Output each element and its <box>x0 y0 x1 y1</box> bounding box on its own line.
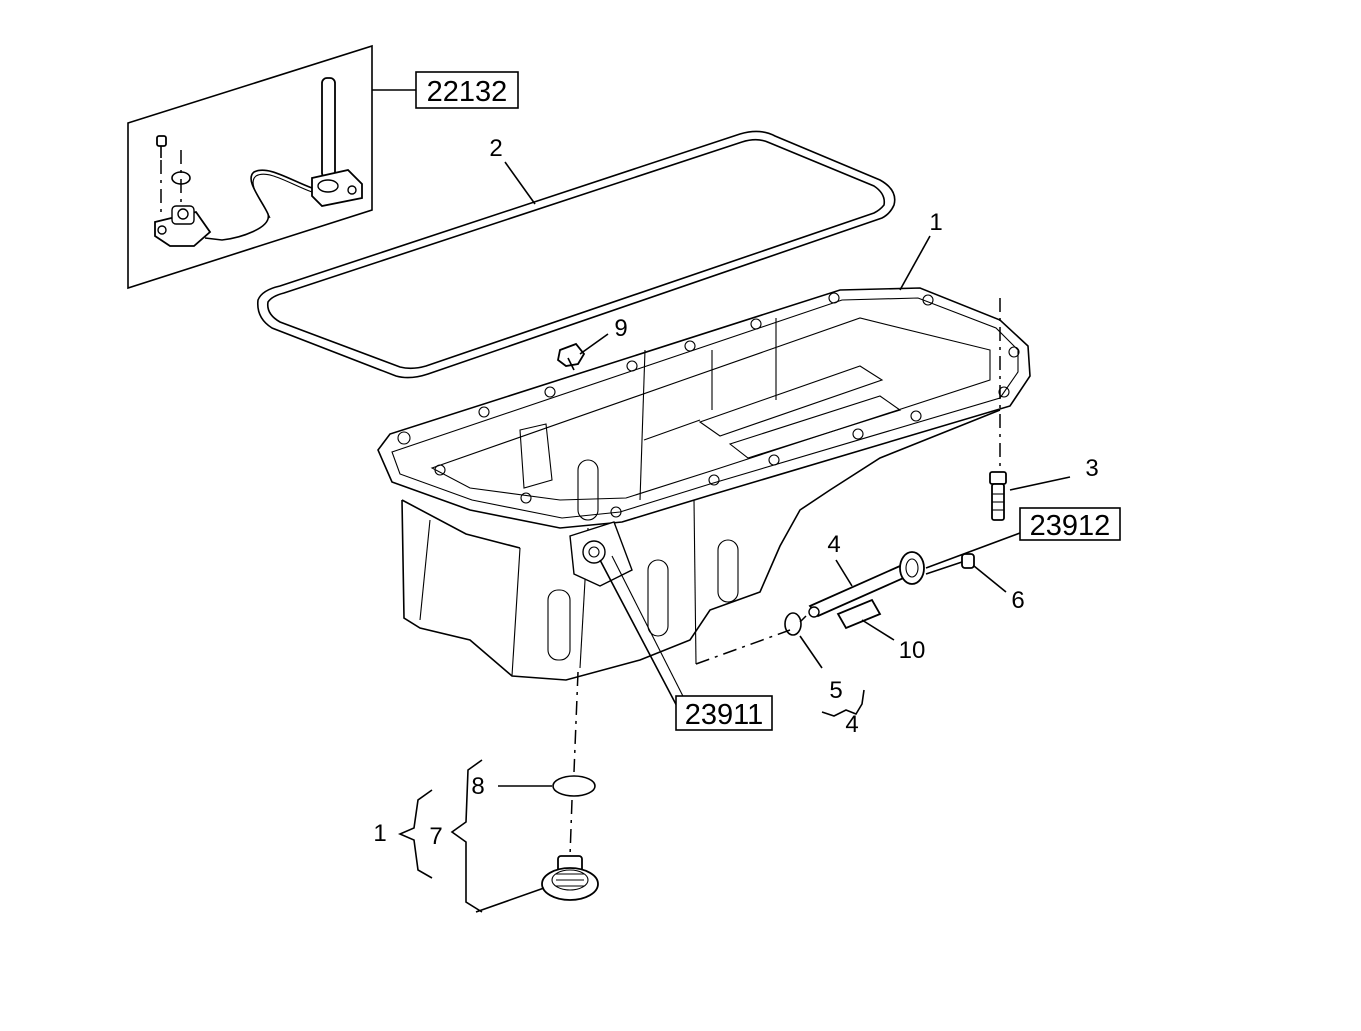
ref-box-22132-label: 22132 <box>427 76 508 108</box>
ref-box-23911-label: 23911 <box>685 699 764 731</box>
callout-4-group: 4 <box>845 711 858 738</box>
callout-3: 3 <box>1085 455 1098 482</box>
callout-8: 8 <box>471 773 484 800</box>
oil-level-sensor-icon <box>154 77 363 247</box>
callout-2: 2 <box>489 135 502 162</box>
ref-box-22132[interactable]: 22132 <box>415 71 519 109</box>
drain-plug-assembly <box>541 671 599 901</box>
oil-pan-body <box>377 287 1031 681</box>
stud-icon <box>989 298 1007 521</box>
callout-5: 5 <box>829 677 842 704</box>
leader-lines <box>397 161 1071 913</box>
sensor-inset-panel <box>127 44 416 290</box>
oil-pan-gasket <box>256 130 896 379</box>
callout-9: 9 <box>614 315 627 342</box>
ref-box-23911[interactable]: 23911 <box>675 695 773 731</box>
clip-icon <box>557 342 586 371</box>
callout-1-group: 1 <box>373 820 386 847</box>
ref-box-23912-label: 23912 <box>1030 510 1111 542</box>
callout-1: 1 <box>929 209 942 236</box>
ref-box-23912[interactable]: 23912 <box>1019 507 1121 542</box>
callout-10: 10 <box>899 637 926 664</box>
callout-4: 4 <box>827 531 840 558</box>
callout-7: 7 <box>429 823 442 850</box>
dipstick-tube-assembly <box>695 551 975 665</box>
callout-6: 6 <box>1011 587 1024 614</box>
